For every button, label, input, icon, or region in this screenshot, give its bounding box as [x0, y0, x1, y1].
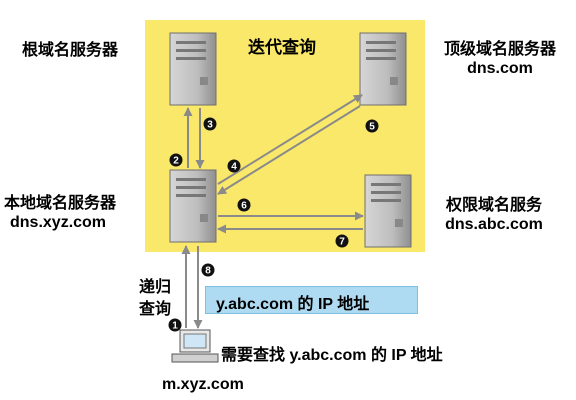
auth-server-icon [364, 174, 412, 248]
auth-server-host: dns.abc.com [445, 216, 543, 233]
svg-text:4: 4 [231, 162, 237, 173]
step-badge-1: 1 [168, 318, 182, 332]
root-server-label: 根域名服务器 [22, 42, 119, 59]
svg-text:3: 3 [207, 120, 213, 131]
arrow-4-local-to-tld [217, 94, 363, 185]
svg-text:6: 6 [241, 201, 247, 212]
tld-server-block: 顶级域名服务器 dns.com [432, 40, 568, 78]
step-badge-2: 2 [169, 153, 183, 167]
local-server-block: 本地域名服务器 dns.xyz.com [4, 194, 116, 232]
svg-text:2: 2 [173, 156, 179, 167]
recursive-label-line-2: 查询 [139, 301, 172, 318]
step-badge-3: 3 [203, 117, 217, 131]
svg-text:5: 5 [369, 122, 375, 133]
result-box [205, 286, 418, 314]
arrow-5-tld-to-local [217, 105, 361, 195]
client-computer-icon [171, 329, 219, 363]
local-server-host: dns.xyz.com [10, 214, 107, 231]
tld-server-icon [359, 32, 407, 106]
root-server-icon [169, 32, 217, 106]
local-server-label: 本地域名服务器 [4, 195, 117, 212]
result-text: y.abc.com 的 IP 地址 [216, 296, 370, 313]
step-badge-8: 8 [201, 263, 215, 277]
client-query-text: 需要查找 y.abc.com 的 IP 地址 [221, 347, 443, 364]
local-server-icon [169, 169, 217, 243]
recursive-query-label: 递归 查询 [139, 277, 171, 321]
diagram-title: 迭代查询 [248, 38, 316, 57]
tld-server-host: dns.com [467, 60, 533, 77]
svg-text:8: 8 [205, 266, 211, 277]
recursive-label-line-1: 递归 [139, 279, 172, 296]
client-host: m.xyz.com [162, 376, 244, 393]
svg-text:1: 1 [172, 321, 178, 332]
step-badge-7: 7 [335, 234, 349, 248]
auth-server-label: 权限域名服务 [445, 197, 542, 214]
step-badge-4: 4 [227, 159, 241, 173]
tld-server-label: 顶级域名服务器 [443, 41, 556, 58]
step-badge-5: 5 [365, 119, 379, 133]
auth-server-block: 权限域名服务 dns.abc.com [428, 196, 560, 234]
step-badge-6: 6 [237, 198, 251, 212]
svg-text:7: 7 [339, 237, 345, 248]
